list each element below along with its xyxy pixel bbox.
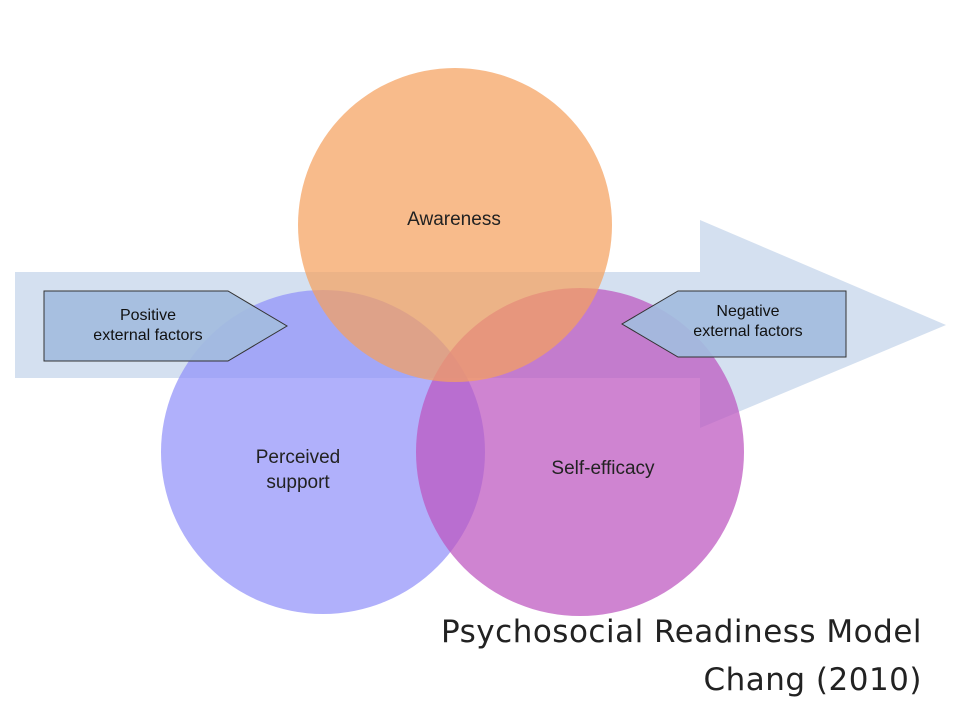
self-efficacy-text: Self-efficacy	[551, 458, 655, 479]
positive-factors-label: Positive external factors	[58, 306, 238, 346]
perceived-support-label: Perceived support	[218, 445, 378, 495]
positive-factors-line2: external factors	[93, 327, 203, 344]
negative-factors-line1: Negative	[716, 303, 780, 320]
positive-factors-shape	[43, 290, 288, 362]
awareness-text: Awareness	[407, 209, 501, 230]
perceived-support-line1: Perceived	[255, 447, 341, 468]
negative-factors-shape	[621, 290, 847, 358]
caption-author: Chang (2010)	[703, 662, 922, 698]
negative-factors-line2: external factors	[693, 323, 803, 340]
negative-factors-label: Negative external factors	[658, 302, 838, 342]
self-efficacy-label: Self-efficacy	[523, 456, 683, 481]
positive-factors-line1: Positive	[119, 307, 177, 324]
awareness-circle	[298, 68, 612, 382]
perceived-support-line2: support	[266, 472, 330, 493]
awareness-label: Awareness	[374, 207, 534, 232]
caption-title: Psychosocial Readiness Model	[441, 614, 922, 650]
